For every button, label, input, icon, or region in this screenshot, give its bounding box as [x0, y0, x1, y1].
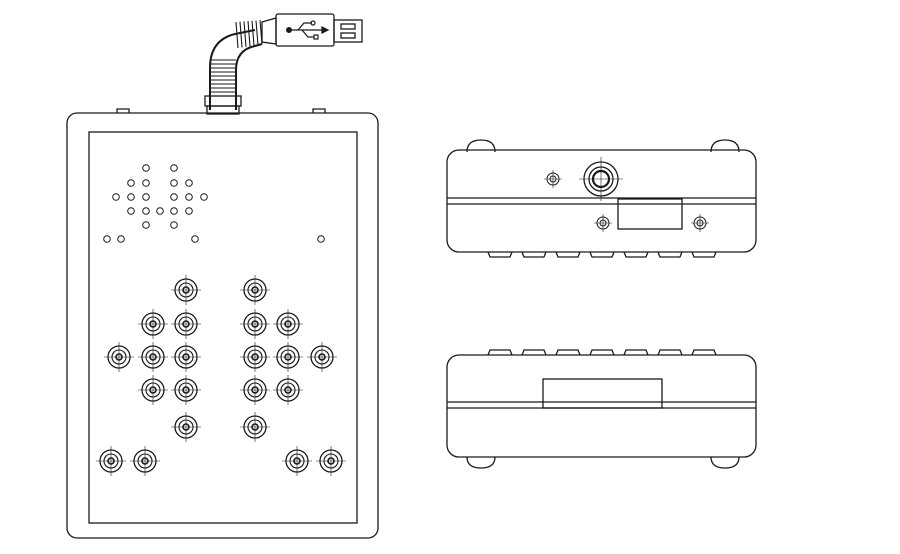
jack-socket [240, 342, 270, 372]
inner-panel [88, 131, 358, 524]
jack-socket [273, 375, 303, 405]
jack-socket [171, 275, 201, 305]
jack-socket [171, 342, 201, 372]
jack-sockets [96, 275, 346, 476]
led-holes [103, 235, 325, 243]
jack-socket [240, 412, 270, 442]
top-view [66, 13, 379, 539]
side-view-connector [446, 139, 757, 258]
speaker-grille [112, 164, 208, 229]
jack-socket [171, 412, 201, 442]
jack-socket [171, 309, 201, 339]
jack-socket [138, 342, 168, 372]
jack-socket [273, 309, 303, 339]
housing-outline [66, 112, 379, 539]
jack-socket [240, 275, 270, 305]
usb-symbol-icon [286, 20, 330, 40]
jack-socket [138, 309, 168, 339]
jack-socket [273, 342, 303, 372]
jack-socket [104, 342, 134, 372]
jack-socket [138, 375, 168, 405]
jack-socket [240, 375, 270, 405]
jack-socket [282, 446, 312, 476]
jack-socket [96, 446, 126, 476]
jack-socket [240, 309, 270, 339]
side-view-opposite [446, 349, 757, 469]
jack-socket [316, 446, 346, 476]
jack-socket [307, 342, 337, 372]
jack-socket [171, 375, 201, 405]
usb-cable [204, 13, 363, 115]
jack-socket [130, 446, 160, 476]
